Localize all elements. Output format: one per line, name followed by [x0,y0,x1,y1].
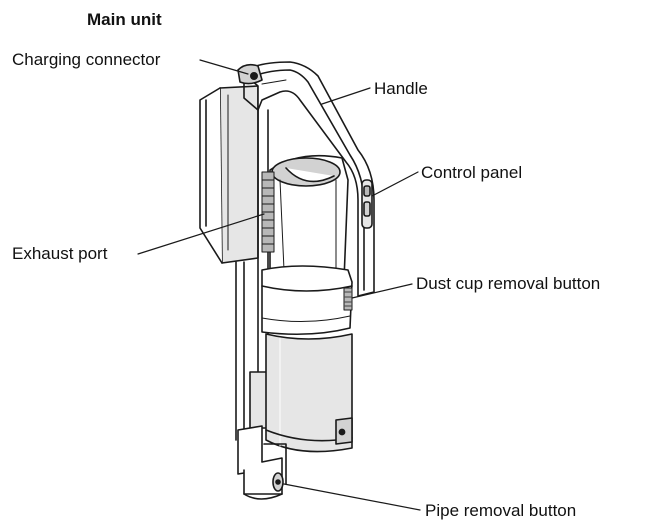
leader-exhaust-port [137,213,265,255]
exhaust-port-grille [261,171,275,253]
leader-lines [137,59,421,511]
cyclone-upper-body [269,154,349,286]
diagram-title: Main unit [87,10,162,29]
charging-connector-part [237,63,263,85]
leader-charging-connector [199,59,249,75]
control-panel-part [361,179,373,229]
lower-joint [237,425,287,500]
dust-cup-collar [261,265,353,336]
leader-dust-cup-removal-button [351,283,413,299]
label-dust-cup-removal-button: Dust cup removal button [416,274,601,293]
label-pipe-removal-button: Pipe removal button [425,501,577,520]
label-handle: Handle [374,79,428,98]
dust-cup-body [265,333,353,453]
label-charging-connector: Charging connector [12,50,161,69]
main-spine [235,109,269,441]
leader-handle [321,87,371,105]
label-control-panel: Control panel [421,163,523,182]
pipe-removal-button-part [272,472,284,492]
battery-pack [199,85,259,264]
leader-pipe-removal-button [283,483,421,511]
label-exhaust-port: Exhaust port [12,244,108,263]
leader-control-panel [371,171,419,197]
